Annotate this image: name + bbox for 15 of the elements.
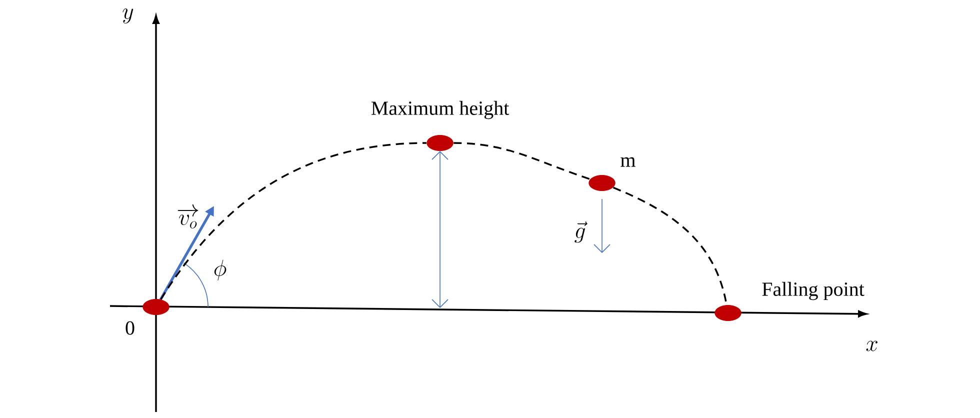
ball	[426, 135, 454, 151]
symbol-label: $\phi$	[214, 260, 226, 280]
symbol-label: $x$	[866, 340, 878, 352]
trajectory-line	[454, 142, 590, 180]
ball	[142, 299, 170, 315]
symbol-label: $\vec{g}$	[574, 222, 588, 243]
point-label: m	[620, 157, 636, 167]
symbol-label: $\overrightarrow{v_o}$	[178, 204, 198, 228]
trajectory-line	[160, 142, 426, 300]
point-label: Falling point	[762, 282, 864, 300]
ball	[714, 305, 742, 321]
point-label: Maximum height	[371, 100, 510, 120]
point-label: 0	[126, 321, 134, 335]
symbol-label: $y$	[122, 8, 134, 24]
ball	[588, 175, 616, 191]
